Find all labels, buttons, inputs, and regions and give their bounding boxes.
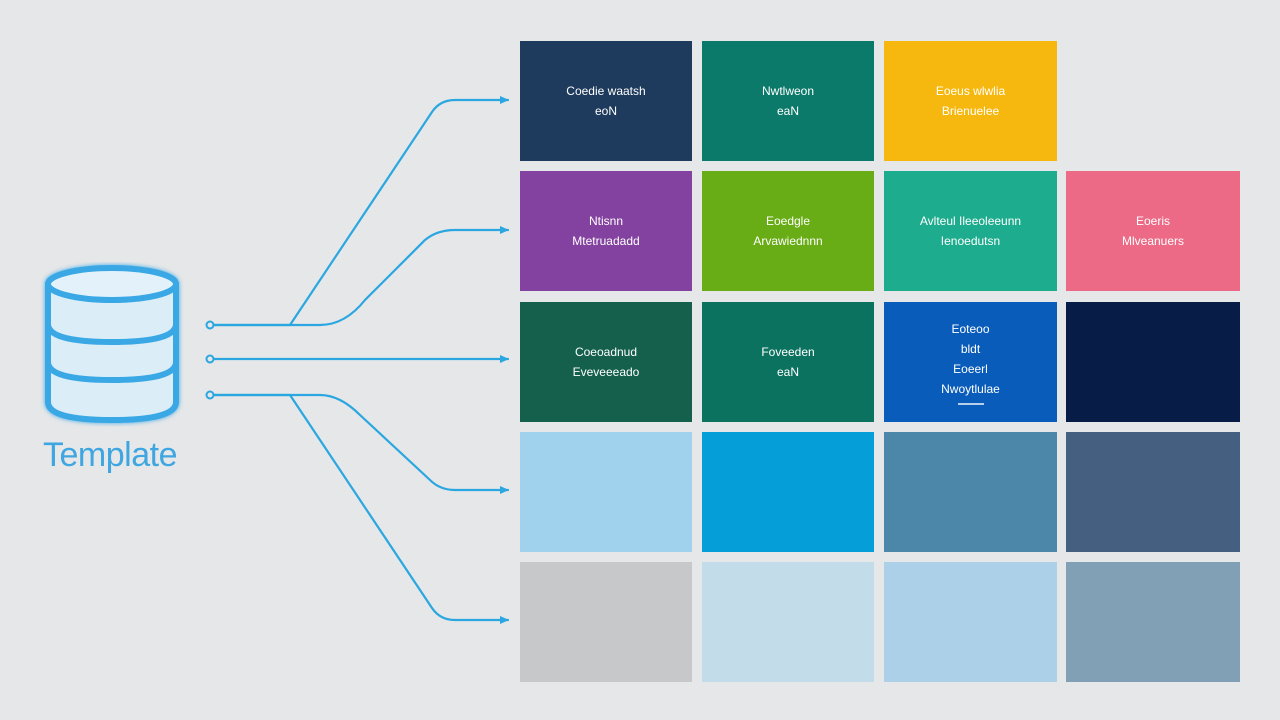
database-icon [45,265,179,424]
tile-text: Avlteul Ileeoleeunn [919,214,1022,228]
tile-text: Eoedgle [765,214,811,228]
tile-text: eaN [776,365,799,379]
tile-r1-c2: Nwtlweon eaN [702,41,874,161]
tile-r5-c1 [520,562,692,682]
tile-text: Foveeden [761,345,815,359]
tile-text: Eoeris [1135,214,1170,228]
connector-to-row-4 [208,393,510,494]
port-bottom [205,390,215,400]
tile-text: Coeoadnud [574,345,638,359]
port-middle [205,354,215,364]
template-label: Template [43,436,177,474]
tile-text: Arvawiednnn [753,234,823,248]
tile-text: Eoteoo [951,322,990,336]
connector-to-row-2 [208,226,510,327]
tile-r4-c1 [520,432,692,552]
tile-text: Eoeerl [953,362,988,376]
tile-text: Mtetruadadd [572,234,640,248]
connector-to-row-5 [208,393,510,624]
tile-r3-c4 [1066,302,1240,422]
connector-to-row-1 [208,96,510,327]
tile-text: eoN [594,104,617,118]
tile-r4-c2 [702,432,874,552]
tile-text: Brienuelee [941,104,1000,118]
tile-text: bldt [960,342,981,356]
tile-r4-c4 [1066,432,1240,552]
tile-text: Mlveanuers [1121,234,1185,248]
tile-r5-c3 [884,562,1057,682]
tile-text: Ienoedutsn [940,234,1001,248]
tile-underline [957,403,984,405]
tile-text: eaN [776,104,799,118]
port-top [205,320,215,330]
tile-text: Eoeus wlwlia [935,84,1006,98]
tile-r4-c3 [884,432,1057,552]
tile-text: Nwoytlulae [941,382,1000,396]
tile-text: Coedie waatsh [566,84,646,98]
tile-text: Ntisnn [588,214,623,228]
tile-r3-c2: Foveeden eaN [702,302,874,422]
tile-text: Eveveeeado [572,365,640,379]
tile-r5-c4 [1066,562,1240,682]
tile-text: Nwtlweon [761,84,815,98]
tile-r5-c2 [702,562,874,682]
tile-r1-c1: Coedie waatsh eoN [520,41,692,161]
